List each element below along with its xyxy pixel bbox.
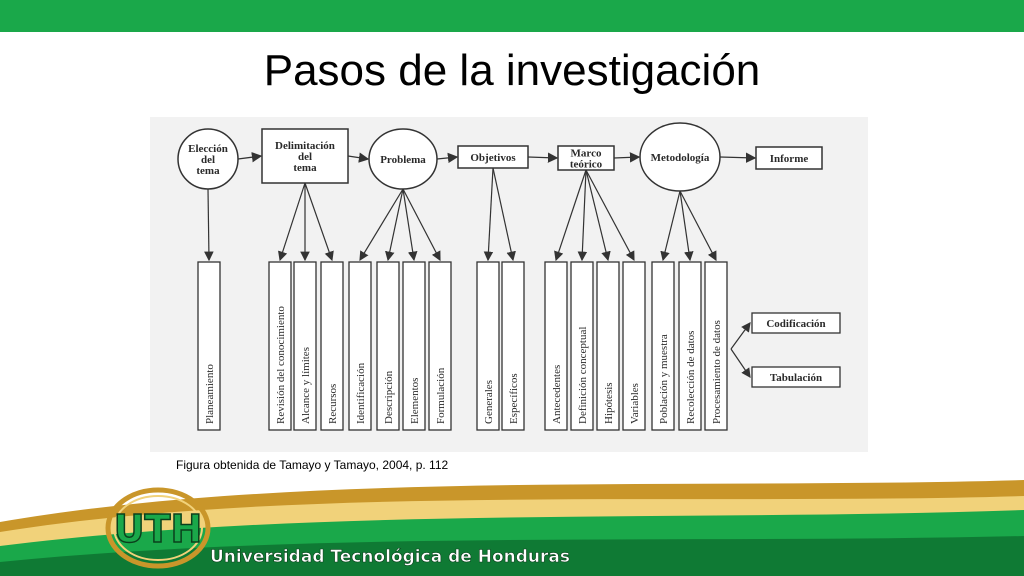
substep-box: Descripción: [376, 261, 400, 431]
substep-box: Generales: [476, 261, 500, 431]
step-label: Metodología: [651, 152, 710, 164]
step-label: tema: [293, 162, 317, 174]
main-steps: EleccióndeltemaDelimitacióndeltemaProble…: [177, 122, 823, 192]
branch-arrow: [402, 188, 441, 262]
substep-label: Variables: [629, 383, 641, 424]
step-informe: Informe: [755, 146, 823, 170]
branch-arrow: [679, 190, 717, 262]
substep-box: Definición conceptual: [570, 261, 594, 431]
substep-box: Alcance y límites: [293, 261, 317, 431]
step-label: Delimitación: [275, 140, 335, 152]
branch-arrow: [554, 169, 587, 262]
substep-box: Recolección de datos: [678, 261, 702, 431]
flow-arrow: [719, 152, 757, 163]
substep-box: Elementos: [402, 261, 426, 431]
flow-arrow: [237, 152, 263, 163]
step-label: del: [201, 154, 215, 166]
flow-arrows: [204, 152, 757, 378]
branch-arrow: [483, 167, 494, 262]
logo-uth: UTH: [114, 507, 203, 551]
step-label: Informe: [770, 153, 809, 165]
output-arrow: [730, 348, 751, 378]
footer-band: UTH Universidad Tecnológica de Honduras: [0, 480, 1024, 576]
flow-arrow: [436, 152, 459, 164]
substep-box: Variables: [622, 261, 646, 431]
substep-label: Elementos: [409, 378, 421, 424]
branch-arrow: [385, 188, 404, 262]
step-label: del: [298, 151, 312, 163]
branch-arrow: [679, 190, 694, 262]
substep-box: Antecedentes: [544, 261, 568, 431]
branch-arrow: [359, 188, 404, 262]
step-objetivos: Objetivos: [457, 145, 529, 169]
substep-label: Generales: [483, 380, 495, 424]
step-label: Problema: [380, 154, 426, 166]
substep-label: Antecedentes: [551, 365, 563, 424]
substep-label: Definición conceptual: [577, 327, 589, 424]
substep-label: Hipótesis: [603, 382, 615, 424]
substep-box: Procesamiento de datos: [704, 261, 728, 431]
substep-label: Descripción: [383, 370, 395, 424]
substep-label: Formulación: [435, 367, 447, 424]
laurel-icon: [105, 487, 211, 569]
flow-arrow: [347, 152, 370, 163]
step-label: teórico: [570, 159, 603, 171]
substep-box: Específicos: [501, 261, 525, 431]
output-label: Codificación: [766, 318, 825, 330]
branch-arrow: [304, 182, 334, 262]
substep-box: Recursos: [320, 261, 344, 431]
substep-label: Planeamiento: [204, 364, 216, 424]
step-label: Objetivos: [470, 152, 516, 164]
top-green-bar: [0, 0, 1024, 32]
substep-box: Formulación: [428, 261, 452, 431]
research-steps-diagram: EleccióndeltemaDelimitacióndeltemaProble…: [150, 117, 868, 452]
output-arrow: [730, 322, 751, 350]
substep-label: Revisión del conocimiento: [275, 306, 287, 424]
branch-arrow: [402, 188, 418, 262]
branch-arrow: [660, 190, 681, 262]
step-label: tema: [196, 165, 220, 177]
substep-label: Recursos: [327, 384, 339, 424]
substep-label: Específicos: [508, 373, 520, 424]
step-label: Marco: [571, 148, 602, 160]
branch-arrow: [278, 182, 306, 262]
branch-arrow: [492, 167, 516, 262]
branch-arrow: [577, 169, 588, 262]
output-label: Tabulación: [770, 372, 822, 384]
substeps: Planeamiento Revisión del conocimiento Alc…: [197, 261, 728, 431]
flow-arrow: [613, 152, 641, 163]
substep-box: Planeamiento: [197, 261, 221, 431]
substep-label: Procesamiento de datos: [711, 320, 723, 424]
branch-arrow: [585, 169, 611, 262]
step-problema: Problema: [368, 128, 438, 190]
slide-title: Pasos de la investigación: [263, 46, 761, 95]
substep-label: Recolección de datos: [685, 331, 697, 424]
substep-box: Identificación: [348, 261, 372, 431]
output-tabulacion: Tabulación: [751, 366, 841, 388]
substep-box: Revisión del conocimiento: [268, 261, 292, 431]
output-codificacion: Codificación: [751, 312, 841, 334]
substep-box: Población y muestra: [651, 261, 675, 431]
flow-arrow: [527, 152, 559, 163]
figure-caption: Figura obtenida de Tamayo y Tamayo, 2004…: [176, 458, 449, 472]
substep-box: Hipótesis: [596, 261, 620, 431]
step-metodologia: Metodología: [639, 122, 721, 192]
substep-label: Alcance y límites: [300, 347, 312, 424]
branch-arrow: [204, 188, 214, 262]
substep-label: Población y muestra: [658, 334, 670, 424]
substep-label: Identificación: [355, 362, 367, 424]
step-label: Elección: [188, 143, 228, 155]
university-name: Universidad Tecnológica de Honduras: [210, 547, 570, 567]
branch-arrow: [585, 169, 635, 262]
